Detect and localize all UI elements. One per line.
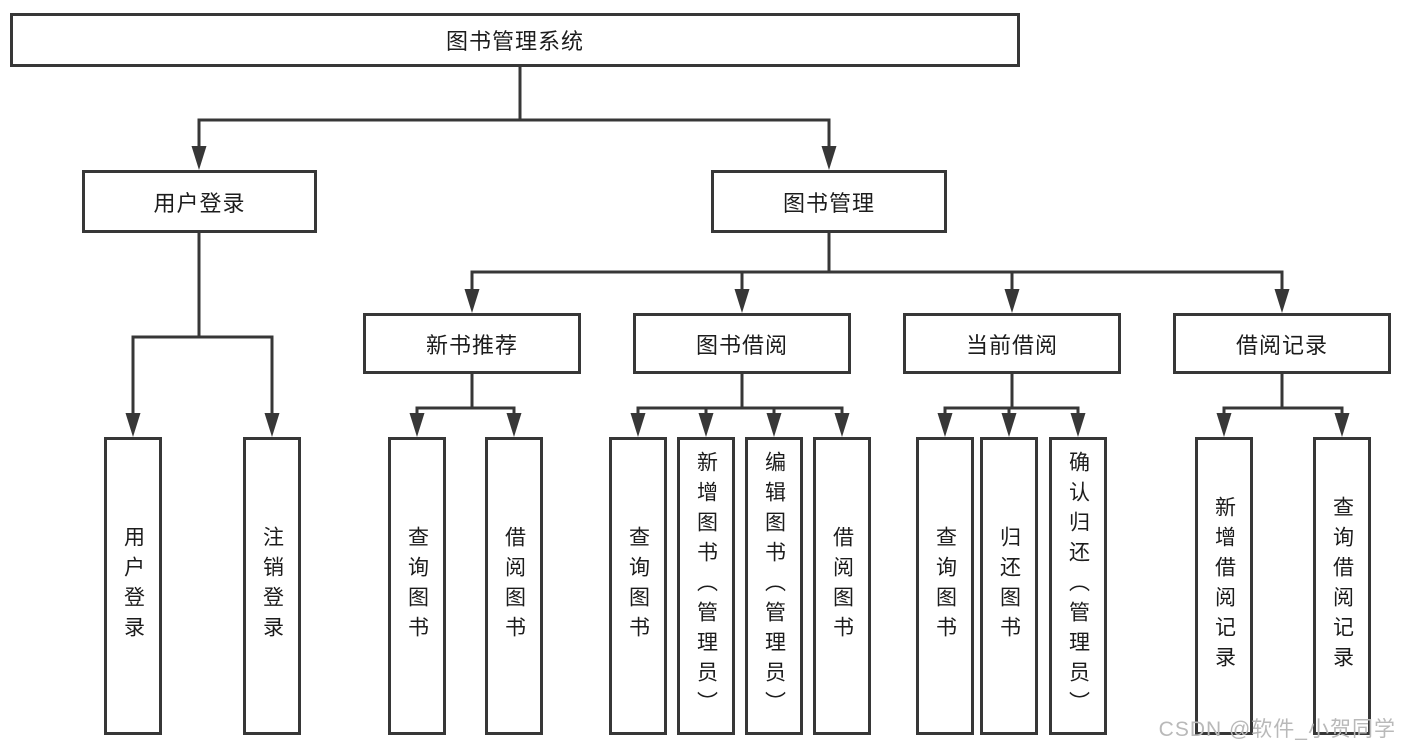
leaf-edit-books-admin: 编辑图书（管理员） bbox=[745, 437, 803, 735]
node-label: 借阅图书 bbox=[830, 526, 854, 646]
node-label: 图书管理 bbox=[782, 190, 875, 216]
node-label: 用户登录 bbox=[121, 526, 145, 646]
leaf-query-books-borrow: 查询图书 bbox=[609, 437, 667, 735]
node-label: 用户登录 bbox=[153, 190, 246, 216]
node-label: 查询图书 bbox=[933, 526, 957, 646]
node-user-login: 用户登录 bbox=[82, 170, 317, 233]
leaf-logout-login: 注销登录 bbox=[243, 437, 301, 735]
leaf-confirm-return-admin: 确认归还（管理员） bbox=[1049, 437, 1107, 735]
node-label: 图书借阅 bbox=[695, 332, 788, 358]
node-label: 图书管理系统 bbox=[445, 29, 584, 54]
node-new-book-recommend: 新书推荐 bbox=[363, 313, 581, 374]
node-label: 当前借阅 bbox=[965, 332, 1058, 358]
node-label: 新增借阅记录 bbox=[1212, 496, 1236, 676]
node-label: 新增图书（管理员） bbox=[694, 451, 718, 721]
leaf-user-login: 用户登录 bbox=[104, 437, 162, 735]
node-borrow-record: 借阅记录 bbox=[1173, 313, 1391, 374]
node-label: 查询借阅记录 bbox=[1330, 496, 1354, 676]
leaf-return-books: 归还图书 bbox=[980, 437, 1038, 735]
leaf-query-books-current: 查询图书 bbox=[916, 437, 974, 735]
node-current-borrow: 当前借阅 bbox=[903, 313, 1121, 374]
node-book-borrow: 图书借阅 bbox=[633, 313, 851, 374]
node-label: 归还图书 bbox=[997, 526, 1021, 646]
node-label: 编辑图书（管理员） bbox=[762, 451, 786, 721]
leaf-add-borrow-record: 新增借阅记录 bbox=[1195, 437, 1253, 735]
leaf-borrow-books-recommend: 借阅图书 bbox=[485, 437, 543, 735]
leaf-query-borrow-record: 查询借阅记录 bbox=[1313, 437, 1371, 735]
node-label: 注销登录 bbox=[260, 526, 284, 646]
node-label: 新书推荐 bbox=[425, 332, 518, 358]
node-library-management-system: 图书管理系统 bbox=[10, 13, 1020, 67]
leaf-add-books-admin: 新增图书（管理员） bbox=[677, 437, 735, 735]
node-label: 查询图书 bbox=[626, 526, 650, 646]
node-label: 借阅图书 bbox=[502, 526, 526, 646]
node-label: 借阅记录 bbox=[1235, 332, 1328, 358]
node-label: 确认归还（管理员） bbox=[1066, 451, 1090, 721]
watermark: CSDN @软件_小贺同学 bbox=[1158, 718, 1396, 741]
node-label: 查询图书 bbox=[405, 526, 429, 646]
node-book-management: 图书管理 bbox=[711, 170, 947, 233]
leaf-borrow-books: 借阅图书 bbox=[813, 437, 871, 735]
leaf-query-books-recommend: 查询图书 bbox=[388, 437, 446, 735]
